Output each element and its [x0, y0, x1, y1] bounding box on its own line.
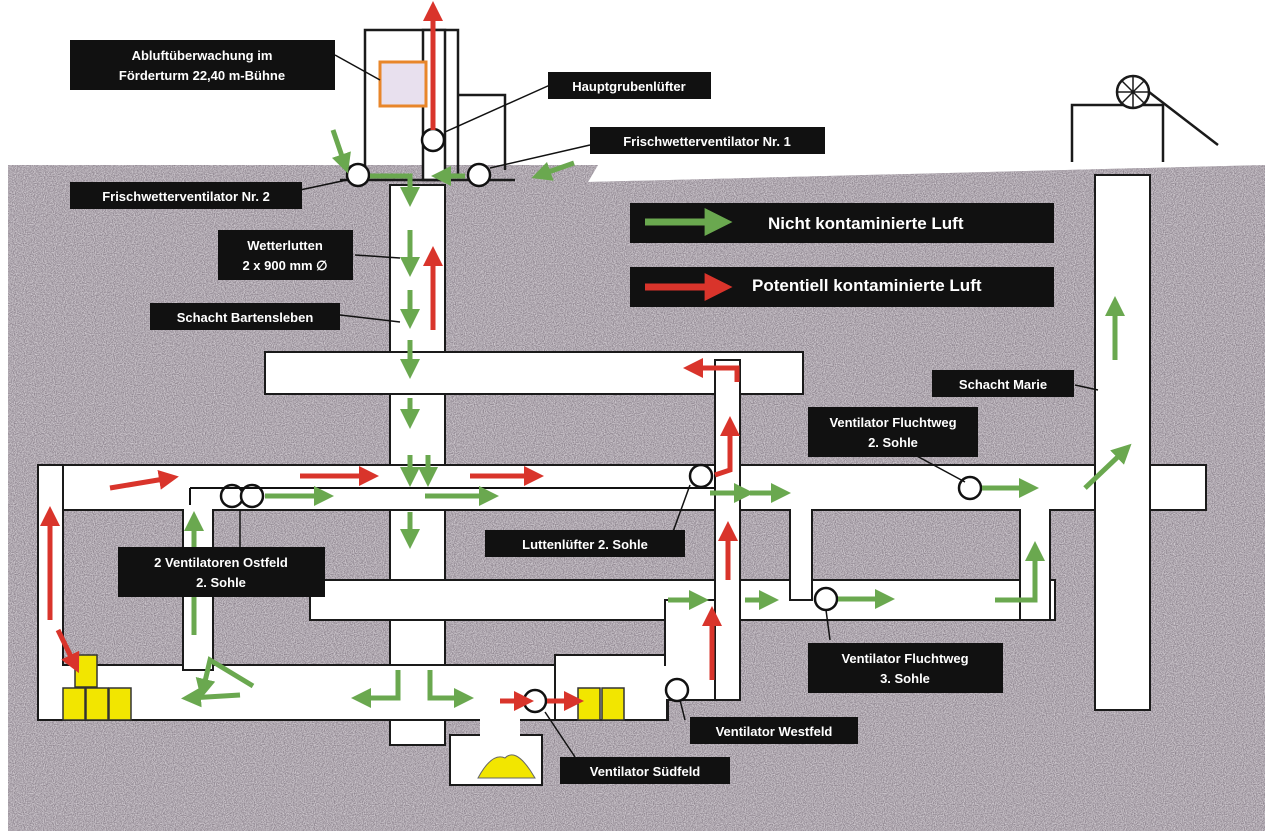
- label-box-schacht-bartensleben: [150, 303, 340, 330]
- label-abluft-line2: Förderturm 22,40 m-Bühne: [119, 68, 285, 83]
- fluchtweg-3-fan: [813, 586, 839, 612]
- legend-clean-label: Nicht kontaminierte Luft: [768, 214, 964, 233]
- label-box-wetterlutten: [218, 230, 353, 280]
- label-fluchtweg-3-line2: 3. Sohle: [880, 671, 930, 686]
- leader-lines: [239, 54, 1099, 758]
- fresh-fan-2: [345, 162, 371, 188]
- fans: [219, 127, 983, 714]
- label-box-schacht-marie: [932, 370, 1074, 397]
- legend-contaminated-label: Potentiell kontaminierte Luft: [752, 276, 982, 295]
- label-westfeld: Ventilator Westfeld: [716, 724, 833, 739]
- label-schacht-bartensleben: Schacht Bartensleben: [177, 310, 314, 325]
- label-box-fluchtweg-3: [808, 643, 1003, 693]
- label-luttenluefter: Luttenlüfter 2. Sohle: [522, 537, 648, 552]
- label-suedfeld: Ventilator Südfeld: [590, 764, 701, 779]
- label-frischwetter-2: Frischwetterventilator Nr. 2: [102, 189, 270, 204]
- label-box-westfeld: [690, 717, 858, 744]
- waste-heap: [477, 754, 536, 779]
- headframe-marie: [1070, 74, 1219, 162]
- label-box-hauptgrubenluefter: [548, 72, 711, 99]
- ducts: [189, 460, 716, 505]
- main-fan: [420, 127, 446, 153]
- contaminated-air-arrows: [40, 1, 740, 711]
- label-box-suedfeld: [560, 757, 730, 784]
- level-1-drift: [264, 351, 804, 395]
- fresh-fan-1: [466, 162, 492, 188]
- exhaust-monitor-box: [378, 60, 428, 108]
- label-fluchtweg-2-line2: 2. Sohle: [868, 435, 918, 450]
- label-box-luttenluefter: [485, 530, 685, 557]
- label-ostfeld-line1: 2 Ventilatoren Ostfeld: [154, 555, 288, 570]
- westfeld-fan: [664, 677, 690, 703]
- label-fluchtweg-2-line1: Ventilator Fluchtweg: [829, 415, 956, 430]
- lutten-fan: [688, 463, 714, 489]
- label-box-fluchtweg-2: [808, 407, 978, 457]
- label-wetterlutten-line1: Wetterlutten: [247, 238, 323, 253]
- label-box-ostfeld: [118, 547, 325, 597]
- shaft-marie: [1094, 174, 1151, 711]
- label-ostfeld-line2: 2. Sohle: [196, 575, 246, 590]
- legend: Nicht kontaminierte Luft Potentiell kont…: [630, 203, 1054, 307]
- label-schacht-marie: Schacht Marie: [959, 377, 1047, 392]
- label-wetterlutten-line2: 2 x 900 mm ∅: [242, 258, 327, 273]
- label-frischwetter-1: Frischwetterventilator Nr. 1: [623, 134, 791, 149]
- label-box-abluft: [70, 40, 335, 90]
- label-hauptgrubenluefter: Hauptgrubenlüfter: [572, 79, 685, 94]
- suedfeld-fan: [522, 688, 548, 714]
- label-box-frischwetter-2: [70, 182, 302, 209]
- label-fluchtweg-3-line1: Ventilator Fluchtweg: [841, 651, 968, 666]
- ostfeld-fan-b: [239, 483, 265, 509]
- label-box-frischwetter-1: [590, 127, 825, 154]
- label-abluft-line1: Abluftüberwachung im: [132, 48, 273, 63]
